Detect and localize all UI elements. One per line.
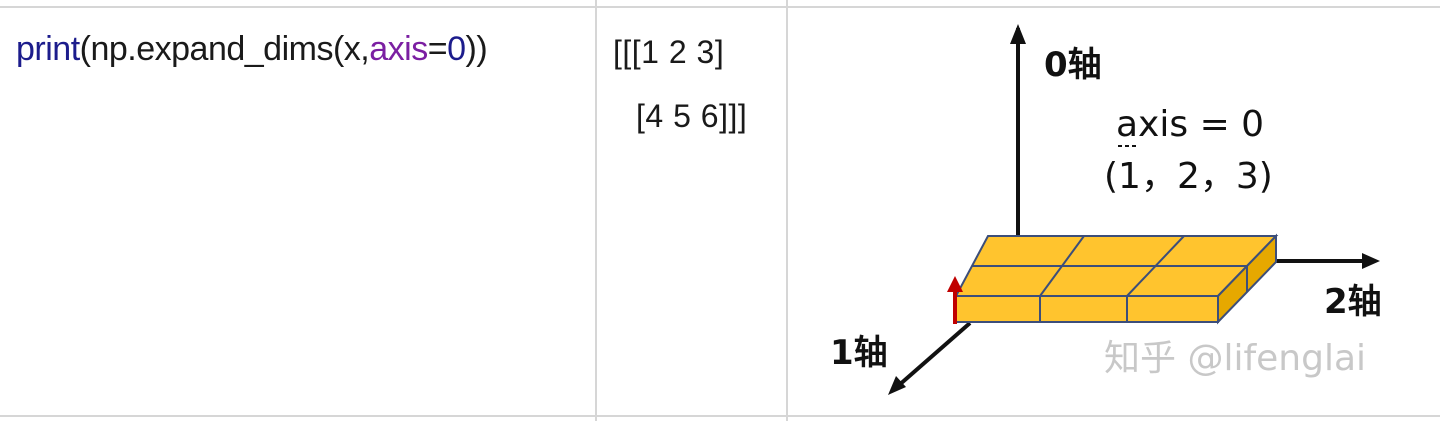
code-call-open: (np.expand_dims(x, xyxy=(79,30,370,68)
code-call-close: )) xyxy=(465,30,488,68)
axis-2-label: 2轴 xyxy=(1324,282,1382,322)
code-number: 0 xyxy=(447,30,466,68)
bottom-border xyxy=(0,415,1440,417)
annotation-shape: (1，2，3) xyxy=(1104,156,1273,197)
axis-0-arrowhead xyxy=(1010,24,1026,44)
axis-1-arrowhead xyxy=(888,376,906,395)
top-border xyxy=(0,6,1440,8)
code-snippet: print(np.expand_dims(x,axis=0)) xyxy=(16,30,488,69)
block-grid-col-2 xyxy=(1126,235,1185,297)
code-keyword-axis: axis xyxy=(369,30,428,68)
highlight-arrowhead xyxy=(947,276,963,292)
axis-2-arrowhead xyxy=(1362,253,1380,269)
axis-0-label: 0轴 xyxy=(1044,45,1102,85)
output-line-2: [4 5 6]]] xyxy=(636,98,748,134)
code-equals: = xyxy=(427,30,448,68)
column-divider-1 xyxy=(595,0,597,421)
annotation-axis: axis = 0 xyxy=(1116,104,1264,145)
output-line-1: [[[1 2 3] xyxy=(613,34,725,70)
block-grid-col-1 xyxy=(1039,235,1085,297)
column-divider-2 xyxy=(786,0,788,421)
axis-1-arrow xyxy=(896,321,972,388)
watermark: 知乎 @lifenglai xyxy=(1104,338,1366,379)
code-function: print xyxy=(16,30,80,68)
block-front-face xyxy=(955,295,1219,323)
axis-1-label: 1轴 xyxy=(830,333,888,373)
